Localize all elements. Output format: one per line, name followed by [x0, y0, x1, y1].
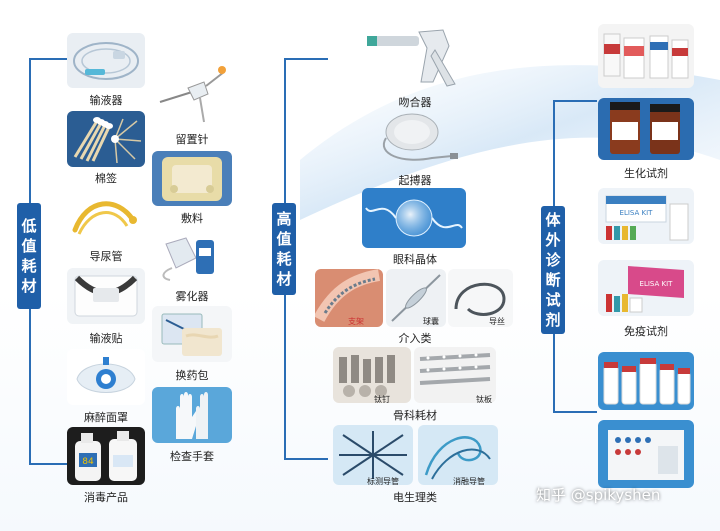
cotton-swab-image: [67, 111, 145, 167]
infusion-set-label: 输液器: [89, 94, 123, 107]
balloon-sublabel: 球囊: [423, 317, 439, 326]
ablation-catheter-sublabel: 消融导管: [453, 477, 485, 486]
infusion-set-image: [67, 33, 145, 88]
guidewire-image: [448, 269, 513, 327]
titanium-screw-image: [333, 347, 411, 403]
mapping-catheter-sublabel: 标测导管: [367, 477, 399, 486]
stapler-label: 吻合器: [398, 96, 432, 109]
low-branch-top: [29, 58, 67, 60]
infusion-patch-label: 输液贴: [89, 332, 123, 345]
dressing-label: 敷料: [181, 212, 203, 225]
pacemaker-image: [372, 108, 462, 170]
indwelling-needle-label: 留置针: [175, 133, 209, 146]
infusion-patch-image: [67, 268, 145, 324]
immuno-reagent-image: ELISA KIT: [598, 260, 694, 316]
low-value-category: 低值耗材: [17, 203, 41, 309]
indwelling-needle-image: [152, 62, 232, 128]
low-branch-bottom: [29, 463, 67, 465]
dressing-kit-image: [152, 306, 232, 362]
high-branch-top: [284, 58, 328, 60]
nebulizer-image: [152, 228, 232, 283]
watermark: 知乎 @spikyshen: [536, 486, 661, 504]
stapler-image: [363, 22, 463, 92]
disinfectant-label: 消毒产品: [84, 491, 128, 504]
nebulizer-label: 雾化器: [175, 290, 209, 303]
high-value-category: 高值耗材: [272, 203, 296, 295]
biochemical-reagent-image: [598, 98, 694, 160]
orthopedic-label: 骨科耗材: [393, 409, 437, 422]
pacemaker-label: 起搏器: [398, 174, 432, 187]
stent-image: [315, 269, 383, 327]
urinary-catheter-image: [67, 190, 145, 244]
titanium-plate-sublabel: 钛板: [476, 395, 492, 404]
anesthesia-mask-label: 麻醉面罩: [84, 411, 128, 424]
guidewire-sublabel: 导丝: [489, 317, 505, 326]
intraocular-lens-label: 眼科晶体: [393, 253, 437, 266]
elisa-kit-box-text: ELISA KIT: [620, 209, 654, 217]
immuno-reagent-label: 免疫试剂: [624, 325, 668, 338]
titanium-plate-image: [414, 347, 496, 403]
intraocular-lens-image: [362, 188, 466, 248]
cotton-swab-label: 棉签: [95, 172, 117, 185]
elisa-kit-image: ELISA KIT: [598, 188, 694, 244]
disinfectant-image: 84: [67, 427, 145, 485]
exam-glove-image: [152, 387, 232, 443]
balloon-image: [386, 269, 446, 327]
anesthesia-mask-image: [67, 349, 145, 405]
interventional-label: 介入类: [398, 332, 432, 345]
stent-sublabel: 支架: [348, 317, 364, 326]
reagent-bottles-image: [598, 352, 694, 410]
reagent-bottles-top-image: [598, 24, 694, 88]
disinfectant-logo-text: 84: [82, 457, 94, 467]
titanium-screw-sublabel: 钛钉: [374, 395, 390, 404]
mapping-catheter-image: [333, 425, 413, 485]
test-kit-box-image: [598, 420, 694, 488]
exam-glove-label: 检查手套: [170, 450, 214, 463]
ivd-category: 体外诊断试剂: [541, 206, 565, 334]
urinary-catheter-label: 导尿管: [89, 250, 123, 263]
ivd-branch-top: [553, 100, 597, 102]
biochemical-reagent-label: 生化试剂: [624, 167, 668, 180]
dressing-kit-label: 换药包: [175, 369, 209, 382]
dressing-image: [152, 151, 232, 206]
ablation-catheter-image: [418, 425, 498, 485]
immuno-kit-box-text: ELISA KIT: [640, 280, 674, 288]
electrophysiology-label: 电生理类: [393, 491, 437, 504]
ivd-branch-bottom: [553, 411, 597, 413]
high-branch-bottom: [284, 458, 328, 460]
